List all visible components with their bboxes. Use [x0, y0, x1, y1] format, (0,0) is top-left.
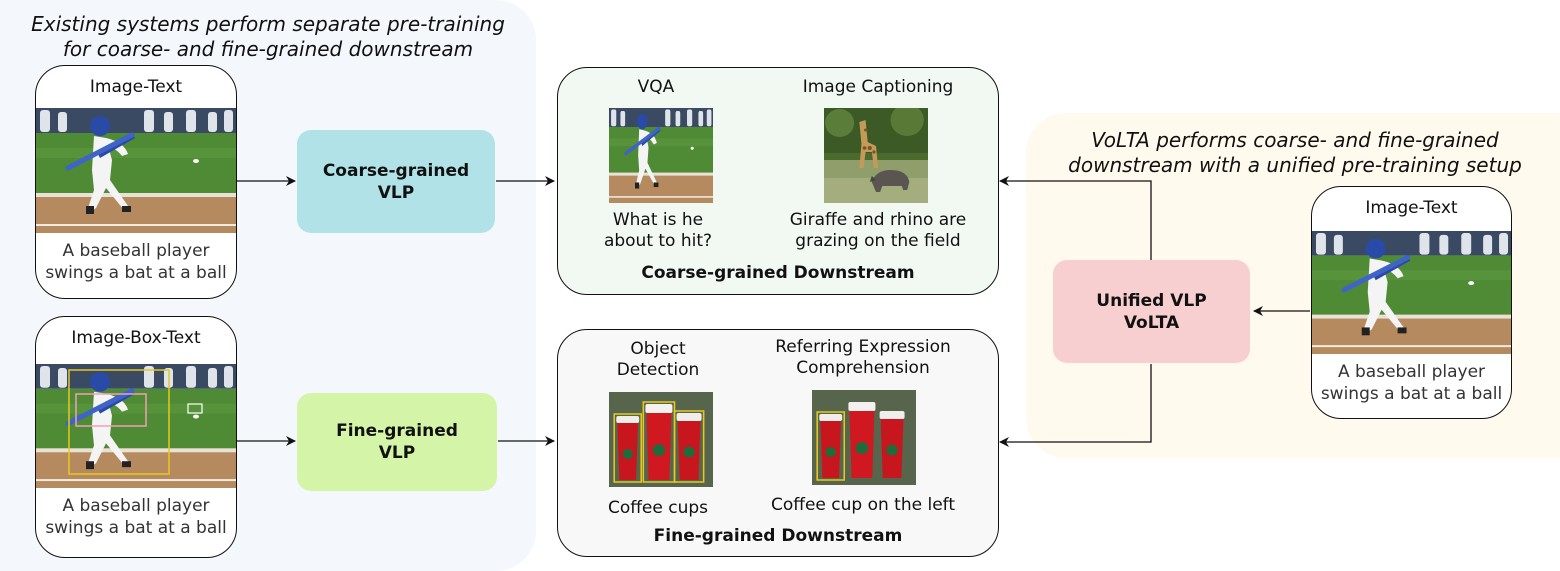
- card-title: Image-Text: [89, 77, 183, 97]
- coffee-cups-detection-image: [609, 392, 713, 487]
- unified-image-text-card: Image-Text A baseball player swings a ba…: [1311, 186, 1512, 419]
- coffee-cups-rec-image: [812, 390, 916, 485]
- vqa-question-line2: about to hit?: [603, 231, 713, 251]
- card-caption-line2: swings a bat at a ball: [45, 518, 227, 538]
- coarse-downstream-title: Coarse-grained Downstream: [641, 263, 915, 283]
- image-captioning-label: Image Captioning: [802, 77, 954, 97]
- vqa-question: What is he about to hit?: [578, 210, 738, 252]
- card-caption-line1: A baseball player: [62, 496, 210, 516]
- object-detection-label: Object Detection: [588, 339, 728, 381]
- separate-caption-line2: for coarse- and fine-grained downstream: [62, 37, 474, 61]
- arrow-unified-vlp-to-coarse-downstream: [999, 176, 1152, 260]
- generated-caption: Giraffe and rhino are grazing on the fie…: [768, 210, 988, 252]
- unified-vlp-line1: Unified VLP: [1096, 290, 1207, 311]
- od-label-line2: Detection: [616, 360, 700, 380]
- coarse-grained-downstream-box: VQA Image Captioning What is he about to…: [557, 67, 999, 295]
- rec-label-line2: Comprehension: [796, 358, 930, 378]
- coarse-vlp-line1: Coarse-grained: [322, 160, 470, 181]
- unified-caption-line2: downstream with a unified pre-training s…: [1068, 153, 1522, 177]
- unified-caption-line1: VoLTA performs coarse- and fine-grained: [1091, 128, 1499, 152]
- bbox-cup-left: [613, 413, 643, 483]
- bbox-cup-right: [673, 410, 705, 483]
- generated-caption-line2: grazing on the field: [795, 231, 961, 251]
- unified-pretraining-caption: VoLTA performs coarse- and fine-grained …: [1030, 128, 1560, 178]
- separate-pretraining-caption: Existing systems perform separate pre-tr…: [0, 12, 536, 62]
- card-caption-line2: swings a bat at a ball: [1320, 384, 1503, 404]
- vqa-question-line1: What is he: [612, 210, 704, 230]
- baseball-bbox-image: [36, 364, 236, 488]
- bbox-player: [68, 369, 170, 475]
- coarse-vlp-line2: VLP: [377, 182, 415, 203]
- rec-label-line1: Referring Expression: [775, 337, 951, 357]
- generated-caption-line1: Giraffe and rhino are: [789, 210, 967, 230]
- bbox-ball: [187, 403, 203, 414]
- fine-downstream-title: Fine-grained Downstream: [653, 526, 903, 546]
- fine-vlp-line1: Fine-grained: [336, 421, 458, 441]
- rec-output: Coffee cup on the left: [770, 495, 956, 515]
- fine-grained-downstream-box: Object Detection Referring Expression Co…: [557, 329, 999, 557]
- image-box-text-card: Image-Box-Text A baseball player swings …: [35, 316, 237, 558]
- card-caption-line1: A baseball player: [62, 241, 210, 261]
- unified-vlp-box: Unified VLP VoLTA: [1053, 260, 1250, 363]
- rec-label: Referring Expression Comprehension: [758, 337, 968, 379]
- card-caption-line1: A baseball player: [1337, 362, 1486, 382]
- card-caption: A baseball player swings a bat at a ball: [36, 240, 236, 284]
- image-text-card: Image-Text A baseball player swings a ba…: [35, 65, 237, 299]
- od-label-line1: Object: [630, 339, 686, 359]
- unified-vlp-line2: VoLTA: [1123, 312, 1180, 333]
- fine-grained-vlp-box: Fine-grained VLP: [297, 393, 497, 491]
- bbox-cup-referred: [816, 411, 846, 481]
- card-caption: A baseball player swings a bat at a ball: [36, 495, 236, 539]
- card-caption: A baseball player swings a bat at a ball: [1312, 361, 1511, 405]
- bbox-bat: [75, 393, 147, 427]
- fine-vlp-line2: VLP: [378, 443, 416, 463]
- arrow-unified-vlp-to-fine-downstream: [999, 364, 1152, 447]
- card-title: Image-Box-Text: [71, 328, 201, 348]
- card-title: Image-Text: [1365, 198, 1458, 218]
- od-output: Coffee cups: [607, 498, 709, 518]
- vqa-label: VQA: [637, 77, 675, 97]
- coarse-grained-vlp-box: Coarse-grained VLP: [297, 130, 495, 233]
- card-caption-line2: swings a bat at a ball: [45, 263, 227, 283]
- separate-caption-line1: Existing systems perform separate pre-tr…: [31, 12, 505, 36]
